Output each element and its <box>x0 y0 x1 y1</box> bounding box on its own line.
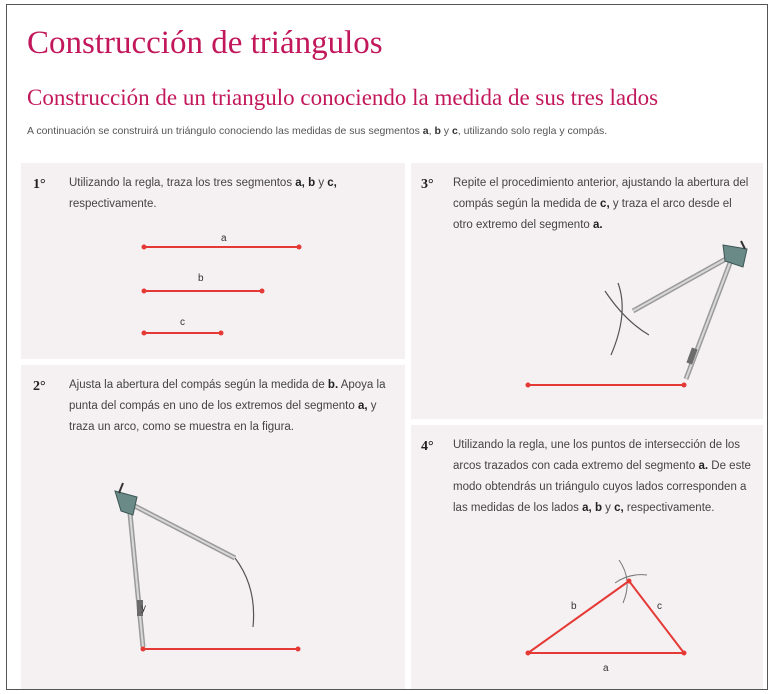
step-1-panel: 1° Utilizando la regla, traza los tres s… <box>21 163 405 359</box>
label-c: c <box>657 601 662 612</box>
step-1-text: Utilizando la regla, traza los tres segm… <box>69 177 337 210</box>
triangle <box>525 578 687 656</box>
step-2-figure: y <box>114 482 301 652</box>
intro-text: A continuación se construirá un triángul… <box>27 125 608 137</box>
step-4-figure: b c a <box>525 559 687 674</box>
arc-b <box>234 557 255 628</box>
compass-icon <box>114 482 237 648</box>
label-b: b <box>198 273 204 284</box>
step-3-panel: 3° Repite el procedimiento anterior, aju… <box>411 163 763 419</box>
segment-a <box>141 244 302 250</box>
arc-b <box>618 559 628 604</box>
arc-c <box>614 574 648 584</box>
label-a: a <box>603 663 609 674</box>
step-1-number: 1° <box>33 177 46 192</box>
label-y: y <box>141 603 146 614</box>
step-3-number: 3° <box>421 177 434 192</box>
page-title: Construcción de triángulos <box>27 25 383 61</box>
step-4-text: Utilizando la regla, une los puntos de i… <box>453 439 751 514</box>
step-4-number: 4° <box>421 439 434 454</box>
segment-a <box>140 646 301 652</box>
compass-icon <box>631 240 748 380</box>
label-a: a <box>221 233 227 244</box>
step-3-figure <box>525 240 748 388</box>
arc-c <box>604 290 650 336</box>
segment-c <box>141 330 224 336</box>
arc-b <box>610 282 623 356</box>
label-b: b <box>571 601 577 612</box>
step-4-panel: 4° Utilizando la regla, une los puntos d… <box>411 425 763 689</box>
segment-a <box>525 382 687 388</box>
page: Construcción de triángulos Construcción … <box>6 4 768 690</box>
segment-b <box>141 288 265 294</box>
step-3-text: Repite el procedimiento anterior, ajusta… <box>453 177 749 231</box>
page-subtitle: Construcción de un triangulo conociendo … <box>27 85 659 110</box>
step-1-figure: a b c <box>141 233 302 336</box>
step-2-text: Ajusta la abertura del compás según la m… <box>69 379 386 433</box>
label-c: c <box>180 317 185 328</box>
step-2-panel: 2° Ajusta la abertura del compás según l… <box>21 365 405 689</box>
step-2-number: 2° <box>33 379 46 394</box>
